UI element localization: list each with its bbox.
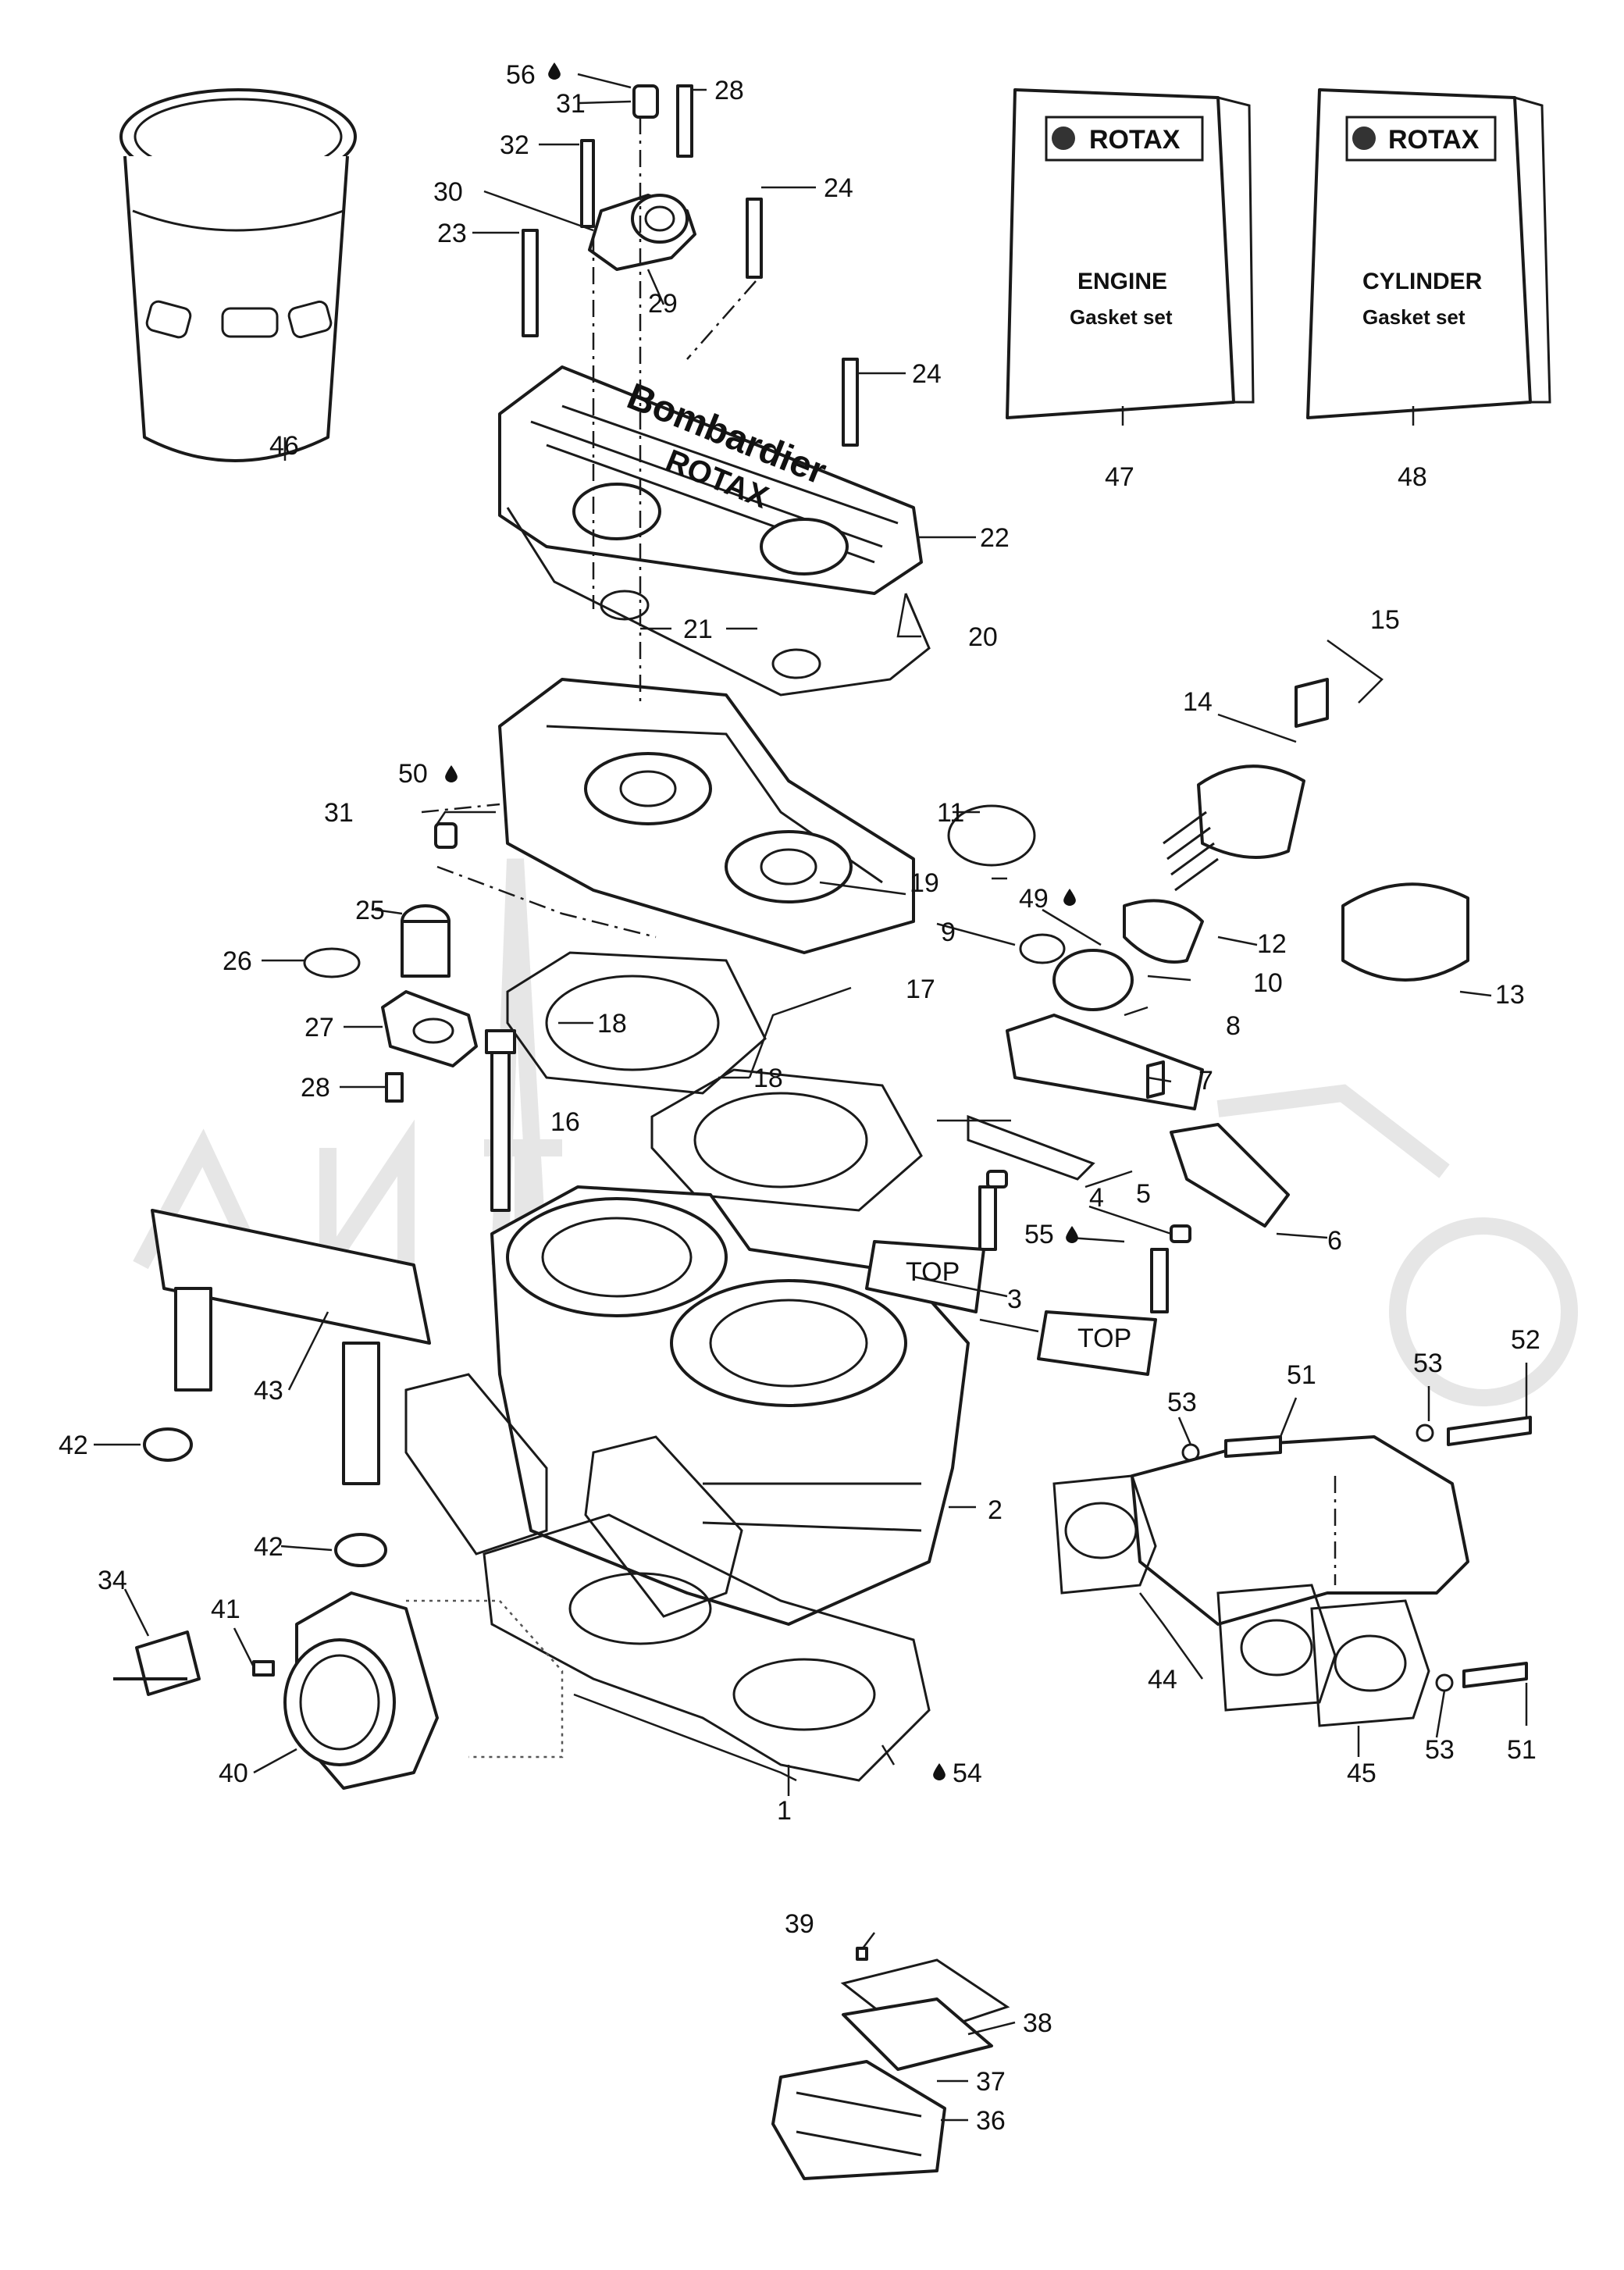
callout-label: 17 xyxy=(906,975,935,1004)
callout-label: 9 xyxy=(941,918,956,947)
drop-icon xyxy=(548,62,561,80)
svg-text:ROTAX: ROTAX xyxy=(1388,125,1480,155)
callout-label: 28 xyxy=(301,1073,330,1103)
callout-label: 6 xyxy=(1327,1226,1342,1256)
callout-label: 53 xyxy=(1425,1735,1455,1765)
callout-label: 50 xyxy=(398,759,428,789)
base-gasket xyxy=(483,1513,931,1782)
water-outlet-fitting xyxy=(522,84,859,447)
leader-lines xyxy=(94,73,1528,2122)
callout-label: 13 xyxy=(1495,980,1525,1010)
exhaust-manifold xyxy=(1052,1416,1532,1727)
callout-label: 3 xyxy=(1007,1285,1022,1314)
callout-label: 44 xyxy=(1148,1665,1177,1694)
callout-label: 49 xyxy=(1019,884,1049,914)
callout-label: 12 xyxy=(1257,929,1287,959)
svg-text:TOP: TOP xyxy=(906,1257,960,1287)
exhaust-valve-blades: TOP TOP xyxy=(865,1170,1191,1376)
drop-icon xyxy=(1066,1226,1078,1243)
exhaust-valve-assembly xyxy=(947,678,1469,1228)
callout-label: 14 xyxy=(1183,687,1213,717)
engine-gasket-booklet: ROTAX ENGINE Gasket set xyxy=(1006,88,1255,419)
callout-label: 56 xyxy=(506,60,536,90)
callout-label: 16 xyxy=(550,1107,580,1137)
callout-label: 28 xyxy=(714,76,744,105)
svg-text:Gasket set: Gasket set xyxy=(1362,305,1466,329)
callout-label: 23 xyxy=(437,219,467,248)
callout-label: 24 xyxy=(824,173,853,203)
alignment-lines xyxy=(421,117,1337,1585)
callout-label: 22 xyxy=(980,523,1010,553)
callout-label: 1 xyxy=(777,1796,792,1826)
callout-labels: 1 2 3 4 5 6 7 8 9 10 11 12 13 14 15 16 1… xyxy=(59,60,1540,2136)
callout-label: 53 xyxy=(1413,1349,1443,1378)
svg-text:CYLINDER: CYLINDER xyxy=(1362,269,1483,294)
callout-label: 19 xyxy=(910,868,939,898)
svg-text:ENGINE: ENGINE xyxy=(1077,269,1167,294)
callout-label: 54 xyxy=(953,1759,982,1788)
callout-label: 18 xyxy=(753,1064,783,1093)
head-bolt xyxy=(485,1029,516,1212)
callout-label: 31 xyxy=(324,798,354,828)
callout-label: 51 xyxy=(1287,1360,1316,1390)
callout-label: 41 xyxy=(211,1595,240,1624)
callout-label: 34 xyxy=(98,1566,127,1595)
callout-label: 10 xyxy=(1253,968,1283,998)
callout-label: 5 xyxy=(1136,1179,1151,1209)
callout-label: 53 xyxy=(1167,1388,1197,1417)
cylinder-gasket-booklet: ROTAX CYLINDER Gasket set xyxy=(1306,88,1551,419)
callout-label: 37 xyxy=(976,2067,1006,2097)
callout-label: 42 xyxy=(254,1532,283,1562)
support-bracket xyxy=(113,1630,201,1696)
callout-label: 24 xyxy=(912,359,942,389)
callout-label: 36 xyxy=(976,2106,1006,2136)
drop-icon xyxy=(445,765,458,782)
reed-valve-block xyxy=(771,1947,1010,2180)
svg-text:TOP: TOP xyxy=(1077,1324,1131,1353)
callout-label: 51 xyxy=(1507,1735,1537,1765)
drop-icon xyxy=(1063,889,1076,906)
callout-label: 7 xyxy=(1198,1066,1213,1096)
callout-label: 42 xyxy=(59,1431,88,1460)
head-cover-gasket xyxy=(506,507,931,697)
hose-clamp-upper xyxy=(143,1427,193,1462)
callout-label: 45 xyxy=(1347,1759,1376,1788)
callout-label: 18 xyxy=(597,1009,627,1039)
callout-label: 4 xyxy=(1089,1183,1104,1213)
callout-label: 25 xyxy=(355,896,385,925)
callout-label: 20 xyxy=(968,622,998,652)
cylinder-head xyxy=(498,678,915,954)
callout-label: 26 xyxy=(223,946,252,976)
callout-label: 21 xyxy=(683,615,713,644)
callout-label: 47 xyxy=(1105,462,1134,492)
callout-label: 55 xyxy=(1024,1220,1054,1249)
callout-label: 30 xyxy=(433,177,463,207)
callout-label: 31 xyxy=(556,89,586,119)
svg-text:ROTAX: ROTAX xyxy=(1089,125,1181,155)
intake-reed-gaskets xyxy=(404,1373,743,1618)
callout-label: 32 xyxy=(500,130,529,160)
callout-label: 8 xyxy=(1226,1011,1241,1041)
callout-label: 48 xyxy=(1398,462,1427,492)
callout-label: 46 xyxy=(269,431,299,461)
callout-label: 15 xyxy=(1370,605,1400,635)
callout-label: 38 xyxy=(1023,2008,1052,2038)
head-gaskets xyxy=(506,951,923,1212)
callout-label: 40 xyxy=(219,1759,248,1788)
svg-text:Gasket set: Gasket set xyxy=(1070,305,1173,329)
callout-label: 27 xyxy=(304,1013,334,1042)
drop-icon xyxy=(933,1763,946,1780)
callout-label: 29 xyxy=(648,289,678,319)
callout-label: 11 xyxy=(937,798,964,828)
callout-label: 52 xyxy=(1511,1325,1540,1355)
callout-label: 2 xyxy=(988,1495,1003,1525)
intake-adaptor xyxy=(252,1591,564,1790)
thermostat-parts xyxy=(303,822,478,1103)
cylinder-sleeve xyxy=(119,88,357,462)
hose-clamp-lower xyxy=(334,1533,387,1567)
callout-label: 39 xyxy=(785,1909,814,1939)
water-manifold xyxy=(151,1209,431,1485)
callout-label: 43 xyxy=(254,1376,283,1406)
